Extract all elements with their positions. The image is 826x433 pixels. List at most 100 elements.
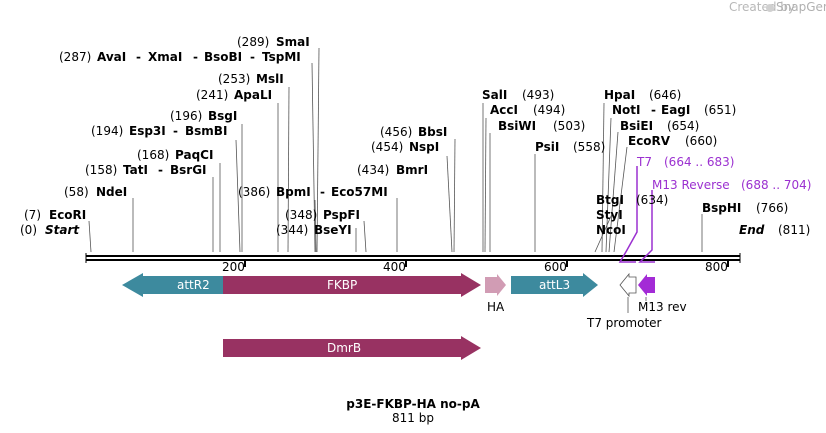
enzyme-eagi[interactable]: EagI xyxy=(661,103,690,117)
enzyme-bseyi-position: (344) xyxy=(276,223,308,237)
tick-label-200: 200 xyxy=(222,260,245,274)
enzyme-eco57mi[interactable]: Eco57MI xyxy=(331,185,388,199)
sequence-backbone xyxy=(85,253,741,263)
enzyme-psii[interactable]: PsiI xyxy=(535,140,559,154)
enzyme-tati[interactable]: TatI xyxy=(123,163,148,177)
enzyme-bsiwi[interactable]: BsiWI xyxy=(498,119,536,133)
enzyme-noti[interactable]: NotI xyxy=(612,103,641,117)
enzyme-leader-lines xyxy=(88,47,703,253)
tick-label-400: 400 xyxy=(383,260,406,274)
enzyme-acci[interactable]: AccI xyxy=(490,103,518,117)
enzyme-bpmi[interactable]: BpmI xyxy=(276,185,311,199)
start-position: (0) xyxy=(20,223,37,237)
t7-primer-bracket xyxy=(618,166,638,263)
enzyme-noti-position: (651) xyxy=(704,103,736,117)
enzyme-avai-position: (287) xyxy=(59,50,91,64)
svg-text:-: - xyxy=(173,124,178,138)
m13-primer-bracket xyxy=(638,190,655,263)
feature-ha-label: HA xyxy=(487,300,505,314)
feature-attl3-label: attL3 xyxy=(539,278,570,292)
feature-attl3[interactable] xyxy=(511,273,598,297)
enzyme-bpmi-position: (386) xyxy=(238,185,270,199)
enzyme-tati-position: (158) xyxy=(85,163,117,177)
svg-text:-: - xyxy=(193,50,198,64)
snapgene-logo-icon xyxy=(766,4,774,12)
sequence-start-label: Start xyxy=(45,223,80,237)
plasmid-length: 811 bp xyxy=(392,411,434,425)
enzyme-nspi[interactable]: NspI xyxy=(409,140,439,154)
enzyme-apali-position: (241) xyxy=(196,88,228,102)
enzyme-labels: (7) EcoRI (0) Start End (811) (58) NdeI … xyxy=(20,35,810,237)
primer-annotations: T7 (664 .. 683) M13 Reverse (688 .. 704) xyxy=(618,155,811,263)
feature-dmrb[interactable] xyxy=(223,336,481,360)
enzyme-msli[interactable]: MslI xyxy=(256,72,284,86)
enzyme-hpai-position: (646) xyxy=(649,88,681,102)
enzyme-smai[interactable]: SmaI xyxy=(276,35,310,49)
enzyme-paqci[interactable]: PaqCI xyxy=(175,148,213,162)
svg-text:-: - xyxy=(250,50,255,64)
feature-fkbp-label: FKBP xyxy=(327,278,357,292)
enzyme-bmri-position: (434) xyxy=(357,163,389,177)
feature-ha[interactable] xyxy=(485,274,506,296)
enzyme-btgi-position: (634) xyxy=(636,193,668,207)
enzyme-bsmbi[interactable]: BsmBI xyxy=(185,124,227,138)
enzyme-bsgi[interactable]: BsgI xyxy=(208,109,237,123)
enzyme-xmai[interactable]: XmaI xyxy=(148,50,182,64)
primer-t7-range: (664 .. 683) xyxy=(664,155,734,169)
enzyme-bbsi-position: (456) xyxy=(380,125,412,139)
primer-m13-reverse-label[interactable]: M13 Reverse xyxy=(652,178,730,192)
enzyme-pspfi-position: (348) xyxy=(285,208,317,222)
feature-attr2[interactable] xyxy=(122,273,223,297)
enzyme-bsphi[interactable]: BspHI xyxy=(702,201,741,215)
feature-m13-rev-label: M13 rev xyxy=(638,300,687,314)
enzyme-ncoi[interactable]: NcoI xyxy=(596,223,626,237)
enzyme-ecori[interactable]: EcoRI xyxy=(49,208,86,222)
enzyme-bsiei-position: (654) xyxy=(667,119,699,133)
sequence-end-label: End xyxy=(739,223,765,237)
enzyme-nspi-position: (454) xyxy=(371,140,403,154)
enzyme-styi[interactable]: StyI xyxy=(596,208,623,222)
enzyme-btgi[interactable]: BtgI xyxy=(596,193,624,207)
enzyme-apali[interactable]: ApaLI xyxy=(234,88,272,102)
enzyme-bsiwi-position: (503) xyxy=(553,119,585,133)
feature-dmrb-label: DmrB xyxy=(327,341,361,355)
enzyme-pspfi[interactable]: PspFI xyxy=(323,208,360,222)
enzyme-psii-position: (558) xyxy=(573,140,605,154)
feature-fkbp[interactable] xyxy=(223,273,481,297)
end-position: (811) xyxy=(778,223,810,237)
enzyme-avai[interactable]: AvaI xyxy=(97,50,126,64)
svg-text:-: - xyxy=(320,185,325,199)
enzyme-bsrgi[interactable]: BsrGI xyxy=(170,163,207,177)
enzyme-bsobi[interactable]: BsoBI xyxy=(204,50,242,64)
enzyme-bsiei[interactable]: BsiEI xyxy=(620,119,653,133)
feature-t7-promoter[interactable] xyxy=(619,272,637,298)
svg-text:-: - xyxy=(136,50,141,64)
enzyme-tspmi[interactable]: TspMI xyxy=(262,50,301,64)
enzyme-ecori-position: (7) xyxy=(24,208,41,222)
enzyme-sali[interactable]: SalI xyxy=(482,88,507,102)
watermark-prefix: Created by xyxy=(729,0,795,14)
enzyme-esp3i-position: (194) xyxy=(91,124,123,138)
svg-text:-: - xyxy=(651,103,656,117)
enzyme-bbsi[interactable]: BbsI xyxy=(418,125,447,139)
enzyme-smai-position: (289) xyxy=(237,35,269,49)
enzyme-bseyi[interactable]: BseYI xyxy=(314,223,352,237)
enzyme-ndei-position: (58) xyxy=(64,185,89,199)
enzyme-ndei[interactable]: NdeI xyxy=(96,185,127,199)
enzyme-ecorv[interactable]: EcoRV xyxy=(628,134,671,148)
enzyme-msli-position: (253) xyxy=(218,72,250,86)
primer-t7-label[interactable]: T7 xyxy=(636,155,652,169)
enzyme-bsgi-position: (196) xyxy=(170,109,202,123)
primer-m13-reverse-range: (688 .. 704) xyxy=(741,178,811,192)
svg-text:-: - xyxy=(158,163,163,177)
tick-label-600: 600 xyxy=(544,260,567,274)
watermark-brand: SnapGene xyxy=(776,0,826,14)
enzyme-esp3i[interactable]: Esp3I xyxy=(129,124,166,138)
feature-attr2-label: attR2 xyxy=(177,278,210,292)
enzyme-hpai[interactable]: HpaI xyxy=(604,88,635,102)
enzyme-acci-position: (494) xyxy=(533,103,565,117)
feature-arrows: attR2 FKBP HA attL3 T7 promoter M13 rev … xyxy=(122,272,687,360)
enzyme-bmri[interactable]: BmrI xyxy=(396,163,428,177)
feature-m13-rev[interactable] xyxy=(638,274,655,296)
